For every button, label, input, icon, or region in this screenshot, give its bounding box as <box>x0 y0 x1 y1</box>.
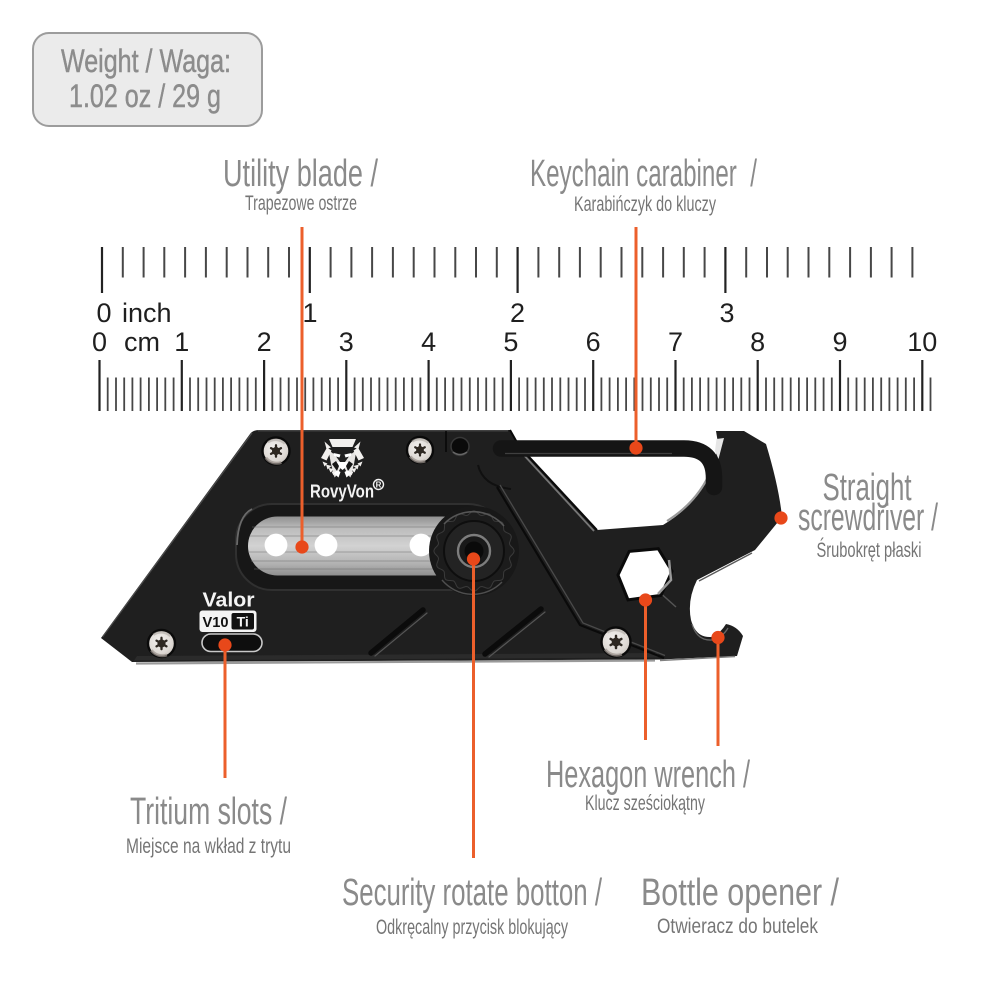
svg-text:Utility blade /: Utility blade / <box>223 153 378 195</box>
svg-text:1.02 oz / 29 g: 1.02 oz / 29 g <box>69 78 221 114</box>
svg-text:Bottle opener /: Bottle opener / <box>641 872 839 914</box>
svg-text:RovyVon: RovyVon <box>310 482 374 502</box>
svg-text:Straight: Straight <box>823 467 912 509</box>
svg-text:Tritium slots /: Tritium slots / <box>130 791 287 833</box>
svg-text:Klucz sześciokątny: Klucz sześciokątny <box>585 791 705 815</box>
svg-text:4: 4 <box>421 327 436 357</box>
svg-text:screwdriver /: screwdriver / <box>798 497 938 539</box>
svg-text:3: 3 <box>719 298 734 328</box>
svg-text:Otwieracz do butelek: Otwieracz do butelek <box>657 914 818 938</box>
svg-text:Valor: Valor <box>203 590 255 612</box>
svg-text:inch: inch <box>122 298 172 328</box>
svg-text:R: R <box>376 481 382 490</box>
svg-text:Trapezowe ostrze: Trapezowe ostrze <box>245 191 357 215</box>
svg-text:Hexagon wrench /: Hexagon wrench / <box>546 754 750 796</box>
svg-text:Keychain carabiner /: Keychain carabiner / <box>530 153 757 195</box>
svg-text:9: 9 <box>832 327 847 357</box>
svg-text:Miejsce na wkład z trytu: Miejsce na wkład z trytu <box>126 834 291 858</box>
svg-text:Śrubokręt płaski: Śrubokręt płaski <box>817 537 922 562</box>
svg-text:Odkręcalny przycisk blokujący: Odkręcalny przycisk blokujący <box>376 915 568 939</box>
svg-text:2: 2 <box>510 298 525 328</box>
svg-text:2: 2 <box>257 327 272 357</box>
svg-text:cm: cm <box>124 327 160 357</box>
svg-text:Ti: Ti <box>237 614 249 630</box>
svg-text:0: 0 <box>96 298 111 328</box>
svg-text:1: 1 <box>174 327 189 357</box>
svg-text:3: 3 <box>339 327 354 357</box>
svg-text:Karabińczyk do kluczy: Karabińczyk do kluczy <box>574 192 716 216</box>
svg-text:0: 0 <box>92 327 107 357</box>
svg-text:Security rotate botton /: Security rotate botton / <box>342 872 602 914</box>
svg-text:5: 5 <box>503 327 518 357</box>
svg-text:7: 7 <box>668 327 683 357</box>
svg-text:10: 10 <box>907 327 937 357</box>
svg-text:V10: V10 <box>203 614 229 631</box>
svg-text:8: 8 <box>750 327 765 357</box>
svg-text:1: 1 <box>302 298 317 328</box>
svg-text:6: 6 <box>586 327 601 357</box>
svg-text:Weight / Waga:: Weight / Waga: <box>61 43 231 79</box>
